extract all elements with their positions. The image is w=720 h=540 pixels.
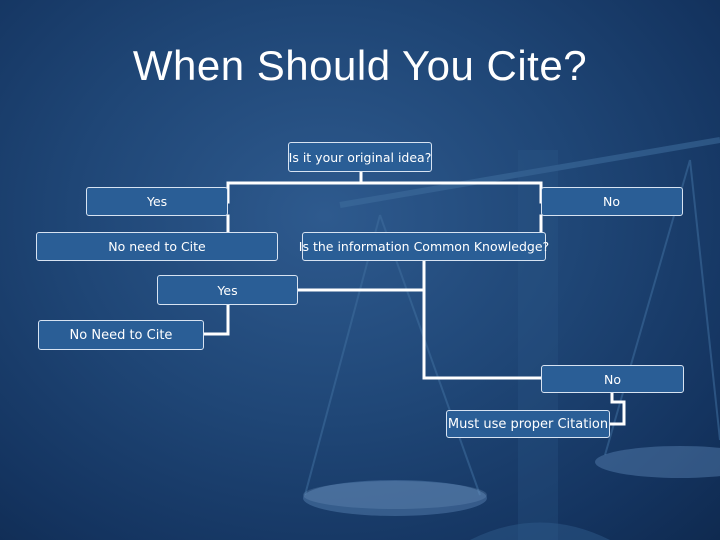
no-need-to-cite-box: No need to Cite — [36, 232, 278, 261]
question-original-idea-box: Is it your original idea? — [288, 142, 432, 172]
answer-yes-box-2: Yes — [157, 275, 298, 305]
slide-title: When Should You Cite? — [132, 42, 588, 89]
connector-common-to-yes — [296, 258, 426, 292]
answer-no-label: No — [603, 194, 620, 209]
connector-yes2-to-noneed2 — [202, 302, 230, 336]
connector-common-to-no — [422, 288, 543, 380]
connector-no2-to-citation — [604, 391, 626, 426]
answer-no-label-2: No — [604, 371, 621, 387]
answer-no-box: No — [541, 187, 683, 216]
question-common-knowledge-box: Is the information Common Knowledge? — [299, 232, 549, 261]
answer-no-box-2: No — [541, 365, 684, 393]
answer-yes-box: Yes — [86, 187, 228, 216]
answer-yes-label: Yes — [147, 194, 168, 209]
must-use-citation-box: Must use proper Citation — [446, 410, 610, 438]
no-need-to-cite-box-2: No Need to Cite — [38, 320, 204, 350]
